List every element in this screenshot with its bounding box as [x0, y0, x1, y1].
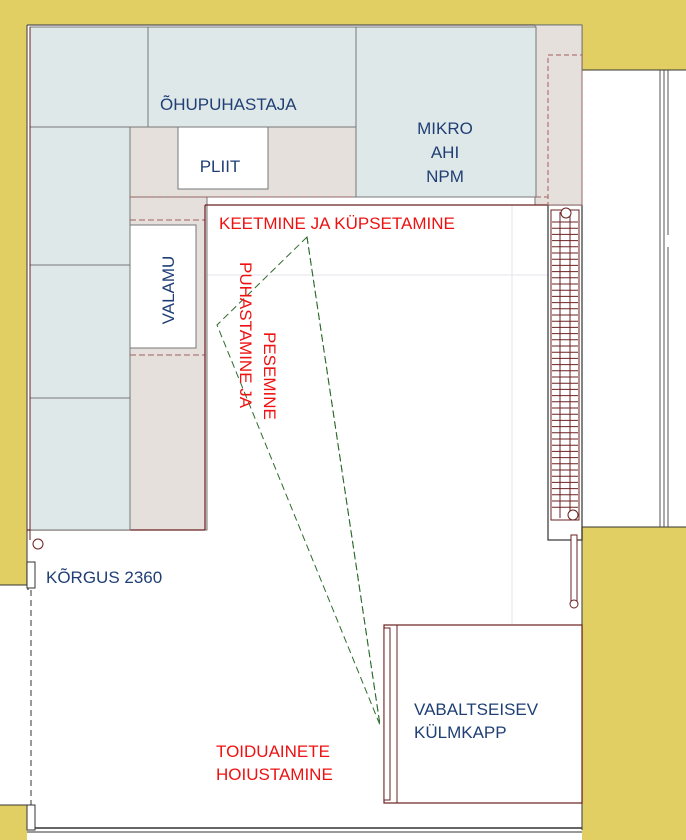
label-fridge-line-1: VABALTSEISEV	[414, 700, 539, 719]
window	[547, 69, 686, 541]
counter-edges	[130, 196, 548, 356]
label-fridge-line-2: KÜLMKAPP	[414, 723, 507, 742]
grid-lines	[205, 205, 548, 625]
label-zone-cleaning-line-1: PUHASTAMINE JA	[236, 262, 255, 409]
wall-left	[0, 0, 27, 585]
label-zone-storage-line-1: TOIDUAINETE	[216, 742, 330, 761]
label-zone-cleaning-line-2: PESEMINE	[260, 332, 279, 420]
upper-cabinets	[29, 26, 537, 531]
label-zone-storage-line-2: HOIUSTAMINE	[216, 765, 333, 784]
radiator	[550, 207, 580, 609]
cabinet-left-3	[29, 397, 131, 531]
label-microwave-line-1: MIKRO	[417, 119, 473, 138]
fridge	[383, 624, 583, 804]
cabinet-left-1	[29, 126, 131, 266]
label-height: KÕRGUS 2360	[46, 568, 162, 587]
stove	[177, 126, 269, 190]
door-opening	[0, 561, 36, 831]
label-hood: ÕHUPUHASTAJA	[160, 95, 297, 114]
label-stove: PLIIT	[200, 157, 241, 176]
label-microwave-line-2: AHI	[431, 143, 459, 162]
cabinet-left-2	[29, 264, 131, 399]
label-zone-cooking: KEETMINE JA KÜPSETAMINE	[219, 214, 455, 233]
label-microwave-line-3: NPM	[426, 167, 464, 186]
wall-right-upper	[582, 0, 686, 70]
wall-right-lower	[582, 527, 686, 840]
cabinet-top-1	[29, 26, 149, 128]
label-sink: VALAMU	[159, 256, 178, 325]
sink	[129, 224, 197, 349]
wall-left-lower	[0, 805, 27, 840]
wall-top	[0, 0, 686, 25]
cabinet-top-2-hood	[147, 26, 357, 128]
counter-corner-right	[534, 24, 583, 206]
cabinet-microwave	[355, 26, 537, 198]
